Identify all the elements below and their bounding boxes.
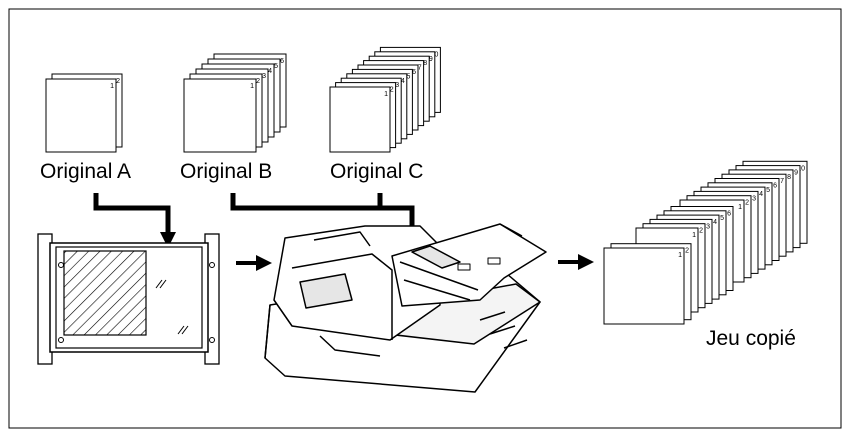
page-number: 2 bbox=[745, 200, 749, 207]
page-number: 2 bbox=[390, 87, 394, 94]
page-number: 8 bbox=[423, 60, 427, 67]
page-number: 1 bbox=[384, 91, 388, 98]
page-number: 1 bbox=[692, 232, 696, 239]
page-number: 7 bbox=[780, 178, 784, 185]
original-a-stack: 21 bbox=[45, 73, 123, 153]
copy-set-label: Jeu copié bbox=[706, 327, 796, 350]
page-number: 2 bbox=[699, 228, 703, 235]
page-number: 10 bbox=[797, 165, 805, 172]
page-sheet bbox=[603, 247, 685, 325]
page-number: 9 bbox=[794, 170, 798, 177]
document-feeder bbox=[264, 223, 547, 393]
original-c-label: Original C bbox=[330, 160, 424, 183]
page-number: 2 bbox=[116, 78, 120, 85]
original-on-glass bbox=[63, 250, 147, 336]
page-number: 6 bbox=[773, 183, 777, 190]
page-number: 8 bbox=[787, 174, 791, 181]
page-sheet bbox=[329, 86, 391, 153]
page-number: 6 bbox=[727, 211, 731, 218]
page-number: 1 bbox=[110, 83, 114, 90]
arrow-down-icon bbox=[160, 232, 176, 248]
page-number: 3 bbox=[395, 82, 399, 89]
page-sheet bbox=[45, 78, 117, 153]
page-sheet bbox=[183, 78, 257, 153]
original-a-label: Original A bbox=[40, 160, 132, 183]
page-number: 6 bbox=[412, 69, 416, 76]
platen-glass bbox=[37, 233, 220, 365]
page-number: 4 bbox=[713, 219, 717, 226]
page-number: 2 bbox=[256, 78, 260, 85]
page-number: 7 bbox=[418, 65, 422, 72]
page-number: 4 bbox=[268, 68, 272, 75]
original-b-label: Original B bbox=[180, 160, 273, 183]
page-number: 9 bbox=[429, 56, 433, 63]
diagram-frame bbox=[8, 8, 842, 429]
output-set-a-stack: 21 bbox=[603, 243, 692, 325]
page-number: 4 bbox=[401, 78, 405, 85]
page-number: 3 bbox=[706, 223, 710, 230]
page-number: 3 bbox=[752, 195, 756, 202]
page-number: 5 bbox=[274, 63, 278, 70]
page-number: 1 bbox=[738, 204, 742, 211]
page-number: 5 bbox=[766, 187, 770, 194]
page-number: 1 bbox=[678, 252, 682, 259]
arrow-right-icon bbox=[236, 255, 272, 271]
page-number: 5 bbox=[406, 73, 410, 80]
page-number: 3 bbox=[262, 73, 266, 80]
page-number: 1 bbox=[250, 83, 254, 90]
page-number: 5 bbox=[720, 215, 724, 222]
arrow-right-icon bbox=[558, 254, 594, 270]
flow-connector-a bbox=[93, 193, 171, 236]
page-number: 4 bbox=[759, 191, 763, 198]
page-number: 6 bbox=[280, 58, 284, 65]
page-number: 2 bbox=[685, 248, 689, 255]
